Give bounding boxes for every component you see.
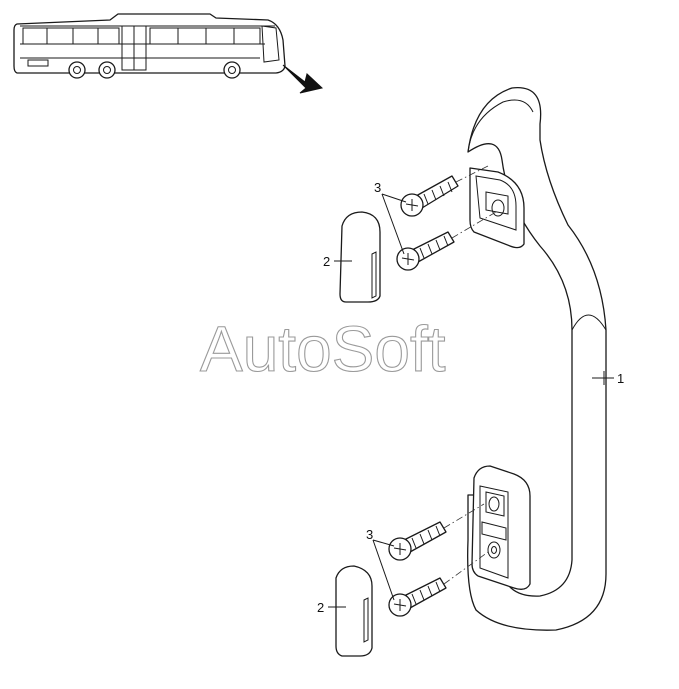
callout-3-lower: 3	[366, 527, 395, 601]
callout-3-upper: 3	[374, 180, 407, 255]
bus-locator-thumbnail	[13, 13, 324, 94]
callout-1: 1	[592, 371, 624, 386]
watermark-text: AutoSoft	[200, 313, 446, 385]
callout-2-lower: 2	[317, 600, 346, 615]
callout-label-2-upper: 2	[323, 254, 330, 269]
callout-label-3-lower: 3	[366, 527, 373, 542]
grab-handle	[467, 87, 607, 631]
screws-lower	[388, 503, 489, 617]
end-cap-upper	[339, 211, 381, 303]
callout-label-1: 1	[617, 371, 624, 386]
callout-2-upper: 2	[323, 254, 352, 269]
callout-label-2-lower: 2	[317, 600, 324, 615]
callout-label-3-upper: 3	[374, 180, 381, 195]
end-cap-lower	[335, 565, 373, 657]
screws-upper	[396, 165, 497, 271]
